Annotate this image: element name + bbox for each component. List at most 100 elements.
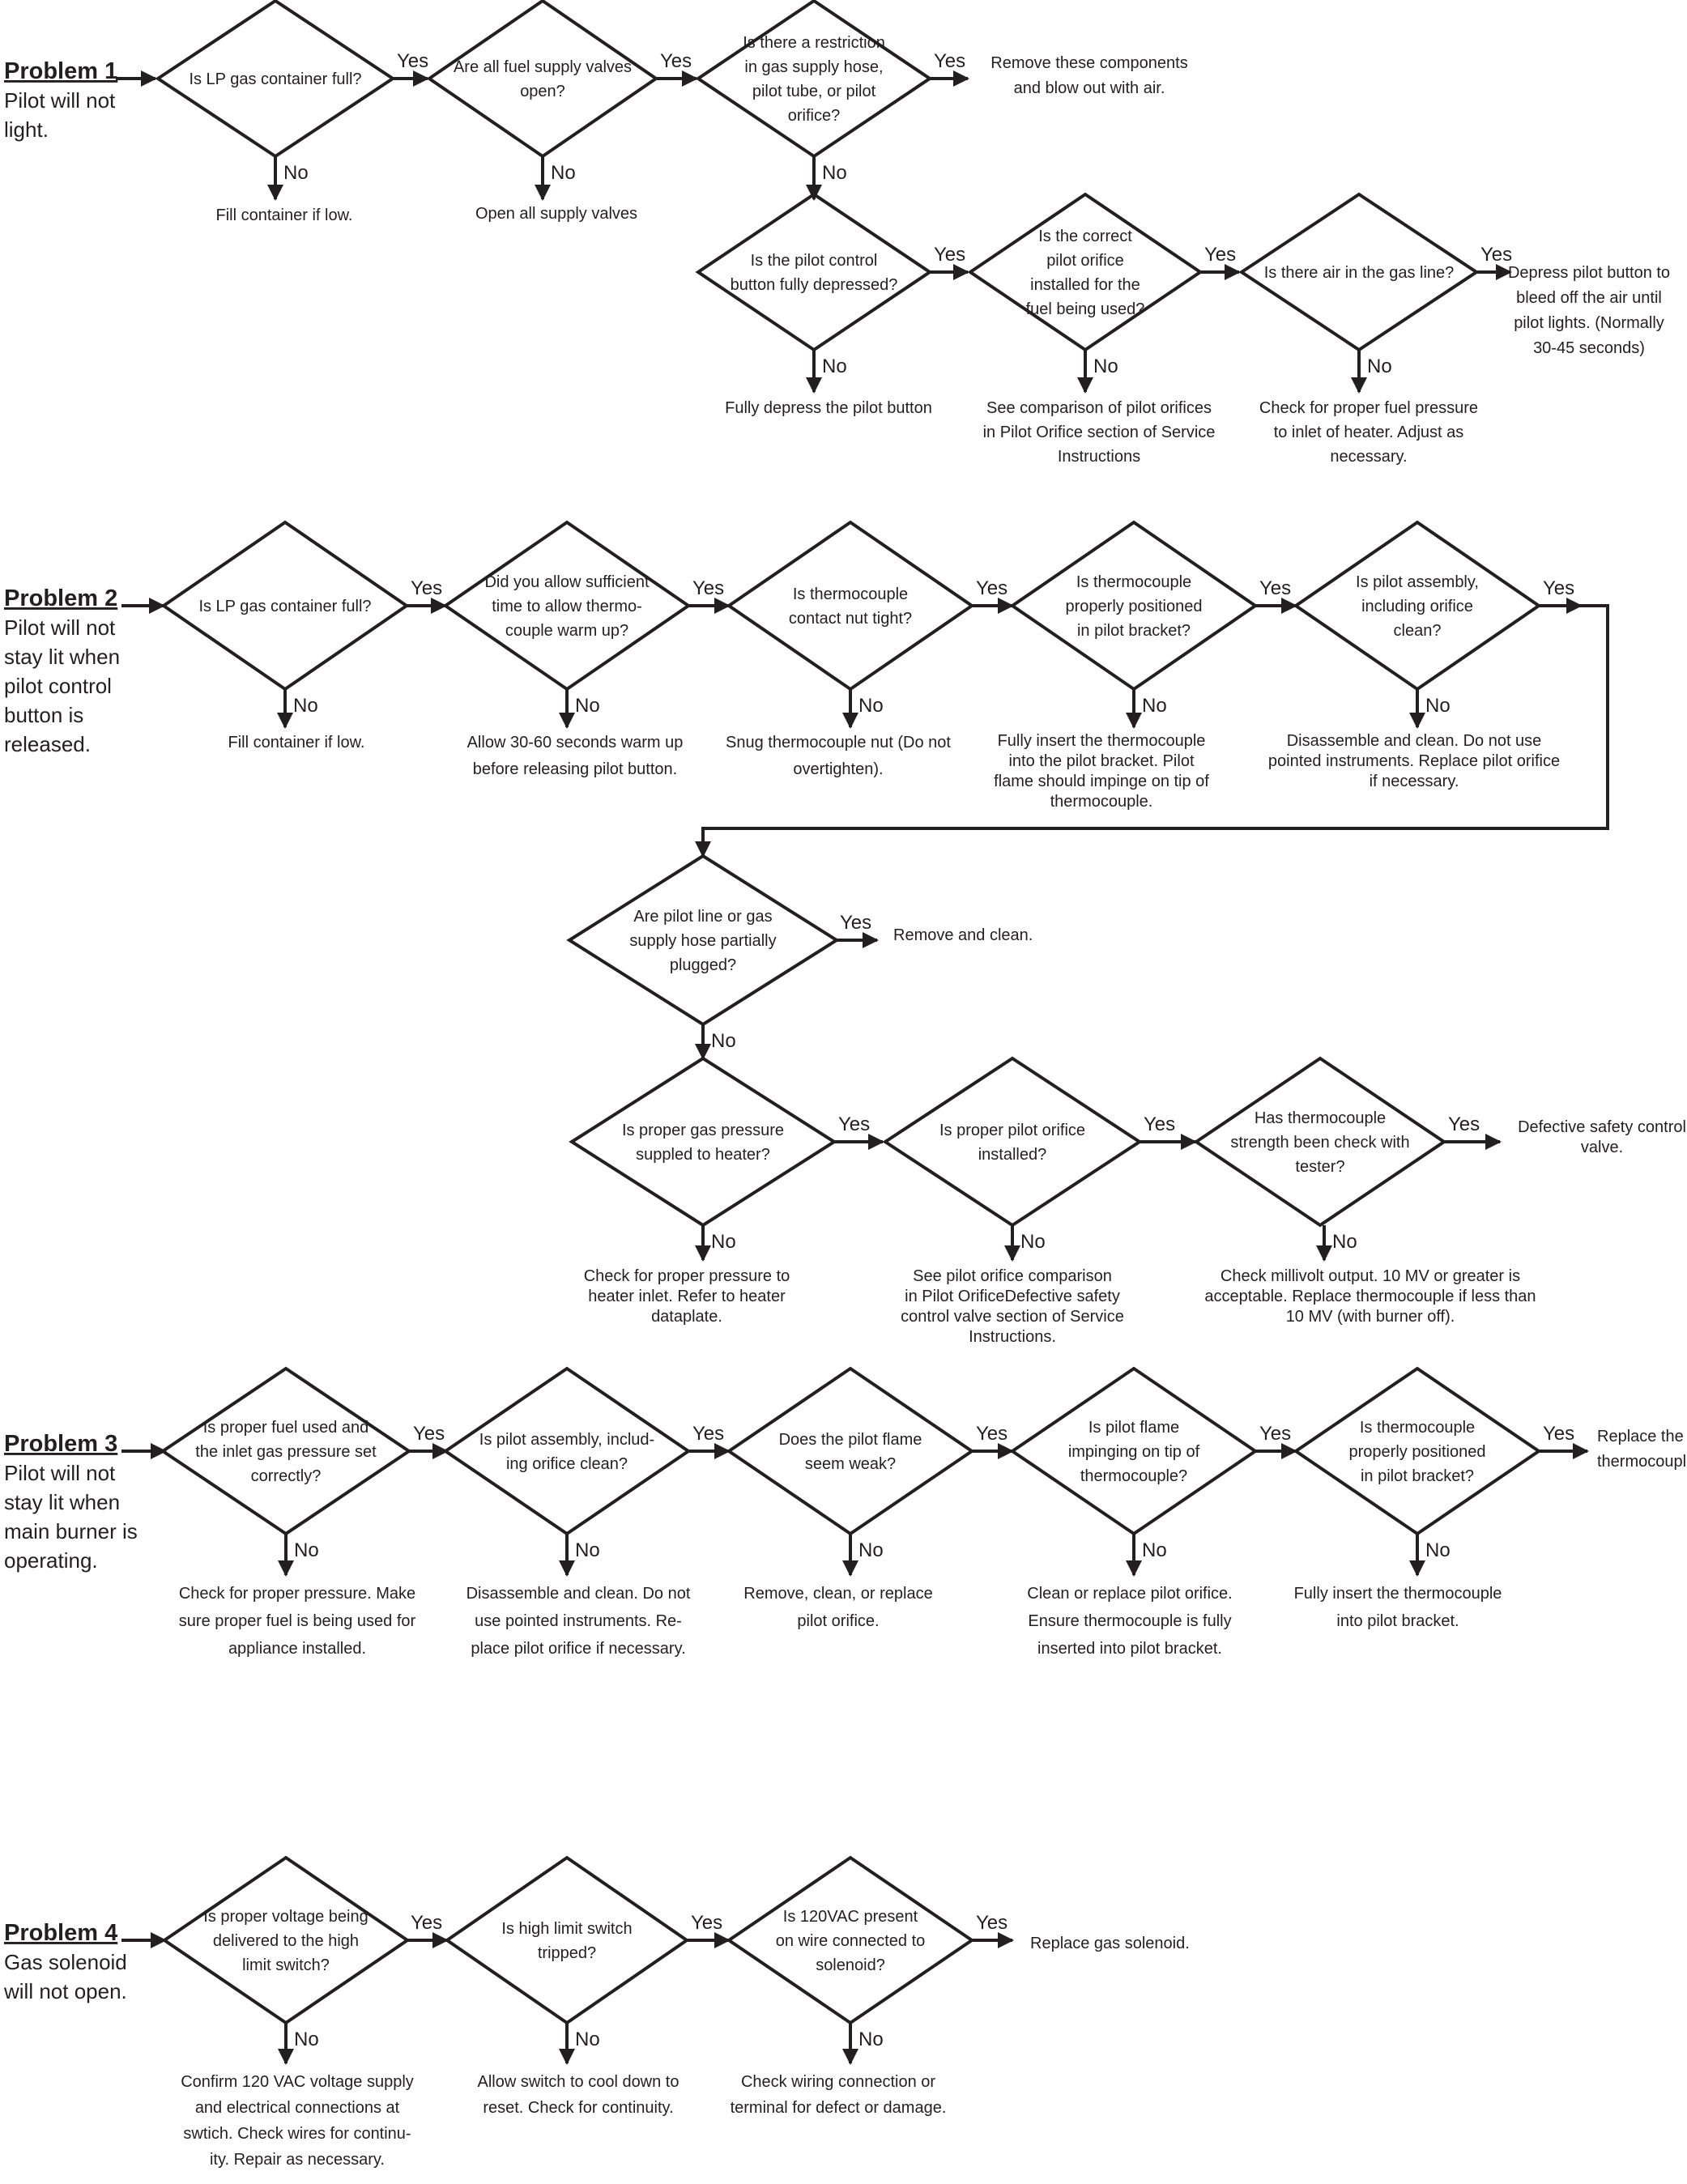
decision-diamond bbox=[1009, 520, 1259, 692]
yes-label: Yes bbox=[976, 1423, 1008, 1445]
yes-label: Yes bbox=[411, 1912, 442, 1934]
decision-diamond bbox=[155, 0, 396, 159]
problem-title: Problem 1 bbox=[4, 58, 117, 84]
text-line: Confirm 120 VAC voltage supply bbox=[181, 2073, 414, 2091]
text-line: installed for the bbox=[1030, 276, 1140, 294]
text-line: before releasing pilot button. bbox=[473, 760, 677, 778]
text-line: plugged? bbox=[670, 956, 736, 974]
decision-diamond bbox=[967, 192, 1203, 352]
no-label: No bbox=[858, 1539, 884, 1561]
text-line: thermocouple. bbox=[1050, 793, 1153, 811]
no-label: No bbox=[294, 1539, 319, 1561]
text-line: Pilot will not bbox=[4, 1461, 116, 1485]
node-text: Remove and clean. bbox=[893, 926, 1033, 944]
no-label: No bbox=[1142, 1539, 1167, 1561]
text-line: Is thermocouple bbox=[1360, 1419, 1475, 1437]
text-line: Did you allow sufficient bbox=[484, 573, 650, 591]
decision-diamond bbox=[726, 520, 975, 692]
text-line: Check for proper pressure. Make bbox=[179, 1585, 415, 1603]
text-line: fuel being used? bbox=[1026, 300, 1145, 318]
decision-diamond bbox=[442, 520, 692, 692]
no-label: No bbox=[1332, 1231, 1357, 1253]
text-line: Is pilot flame bbox=[1088, 1419, 1179, 1437]
no-label: No bbox=[1425, 1539, 1451, 1561]
text-line: properly positioned bbox=[1066, 598, 1203, 615]
text-line: Fully insert the thermocouple bbox=[998, 732, 1206, 750]
text-line: Instructions. bbox=[969, 1328, 1056, 1346]
text-line: Is proper gas pressure bbox=[622, 1122, 784, 1139]
decision-text: Is there air in the gas line? bbox=[1264, 264, 1455, 282]
decision-text: Is LP gas container full? bbox=[189, 70, 361, 88]
text-line: installed? bbox=[978, 1146, 1047, 1164]
text-line: Check wiring connection or bbox=[741, 2073, 935, 2091]
node-text: Open all supply valves bbox=[475, 205, 637, 223]
text-line: Is proper fuel used and bbox=[203, 1419, 369, 1437]
text-line: pilot orifice bbox=[1046, 252, 1124, 270]
yes-label: Yes bbox=[1543, 1423, 1574, 1445]
text-line: Does the pilot flame bbox=[779, 1431, 922, 1449]
text-line: acceptable. Replace thermocouple if less… bbox=[1204, 1288, 1536, 1305]
text-line: Clean or replace pilot orifice. bbox=[1027, 1585, 1232, 1603]
text-line: Fill container if low. bbox=[228, 734, 365, 751]
node-text: Clean or replace pilot orifice.Ensure th… bbox=[1027, 1585, 1232, 1658]
text-line: into the pilot bracket. Pilot bbox=[1008, 752, 1194, 770]
text-line: Defective safety control bbox=[1518, 1118, 1686, 1136]
text-line: Fill container if low. bbox=[216, 206, 353, 224]
text-line: pilot orifice. bbox=[797, 1612, 879, 1630]
text-line: Is there a restriction bbox=[743, 34, 885, 52]
yes-label: Yes bbox=[413, 1423, 445, 1445]
text-line: suppled to heater? bbox=[636, 1146, 770, 1164]
problem-title: Problem 2 bbox=[4, 585, 117, 611]
text-line: Check for proper pressure to bbox=[584, 1267, 790, 1285]
text-line: to inlet of heater. Adjust as bbox=[1274, 424, 1464, 441]
yes-label: Yes bbox=[397, 50, 428, 72]
yes-label: Yes bbox=[934, 244, 965, 266]
text-line: Are pilot line or gas bbox=[633, 908, 772, 926]
yes-label: Yes bbox=[411, 577, 442, 599]
text-line: necessary. bbox=[1330, 448, 1407, 466]
text-line: solenoid? bbox=[816, 1956, 885, 1974]
decision-text: Is proper gas pressure suppled to heater? bbox=[622, 1122, 784, 1164]
decision-diamond bbox=[1238, 192, 1480, 352]
decision-diamond bbox=[1009, 1366, 1259, 1536]
decision-diamond bbox=[444, 1855, 690, 2025]
text-line: correctly? bbox=[251, 1467, 322, 1485]
text-line: valve. bbox=[1581, 1139, 1623, 1156]
node-text: Defective safety control valve. bbox=[1518, 1118, 1686, 1156]
text-line: clean? bbox=[1394, 622, 1442, 640]
text-line: couple warm up? bbox=[505, 622, 628, 640]
text-line: main burner is bbox=[4, 1519, 138, 1543]
no-label: No bbox=[575, 695, 600, 717]
decision-diamond bbox=[882, 1056, 1143, 1228]
text-line: tripped? bbox=[538, 1944, 596, 1962]
yes-label: Yes bbox=[976, 577, 1008, 599]
no-label: No bbox=[858, 695, 884, 717]
text-line: pilot lights. (Normally bbox=[1514, 314, 1664, 332]
text-line: light. bbox=[4, 117, 49, 142]
text-line: bleed off the air until bbox=[1516, 289, 1662, 307]
no-label: No bbox=[1367, 355, 1392, 377]
yes-label: Yes bbox=[1259, 1423, 1291, 1445]
text-line: will not open. bbox=[3, 1979, 127, 2003]
yes-label: Yes bbox=[1204, 244, 1236, 266]
yes-label: Yes bbox=[838, 1113, 870, 1135]
